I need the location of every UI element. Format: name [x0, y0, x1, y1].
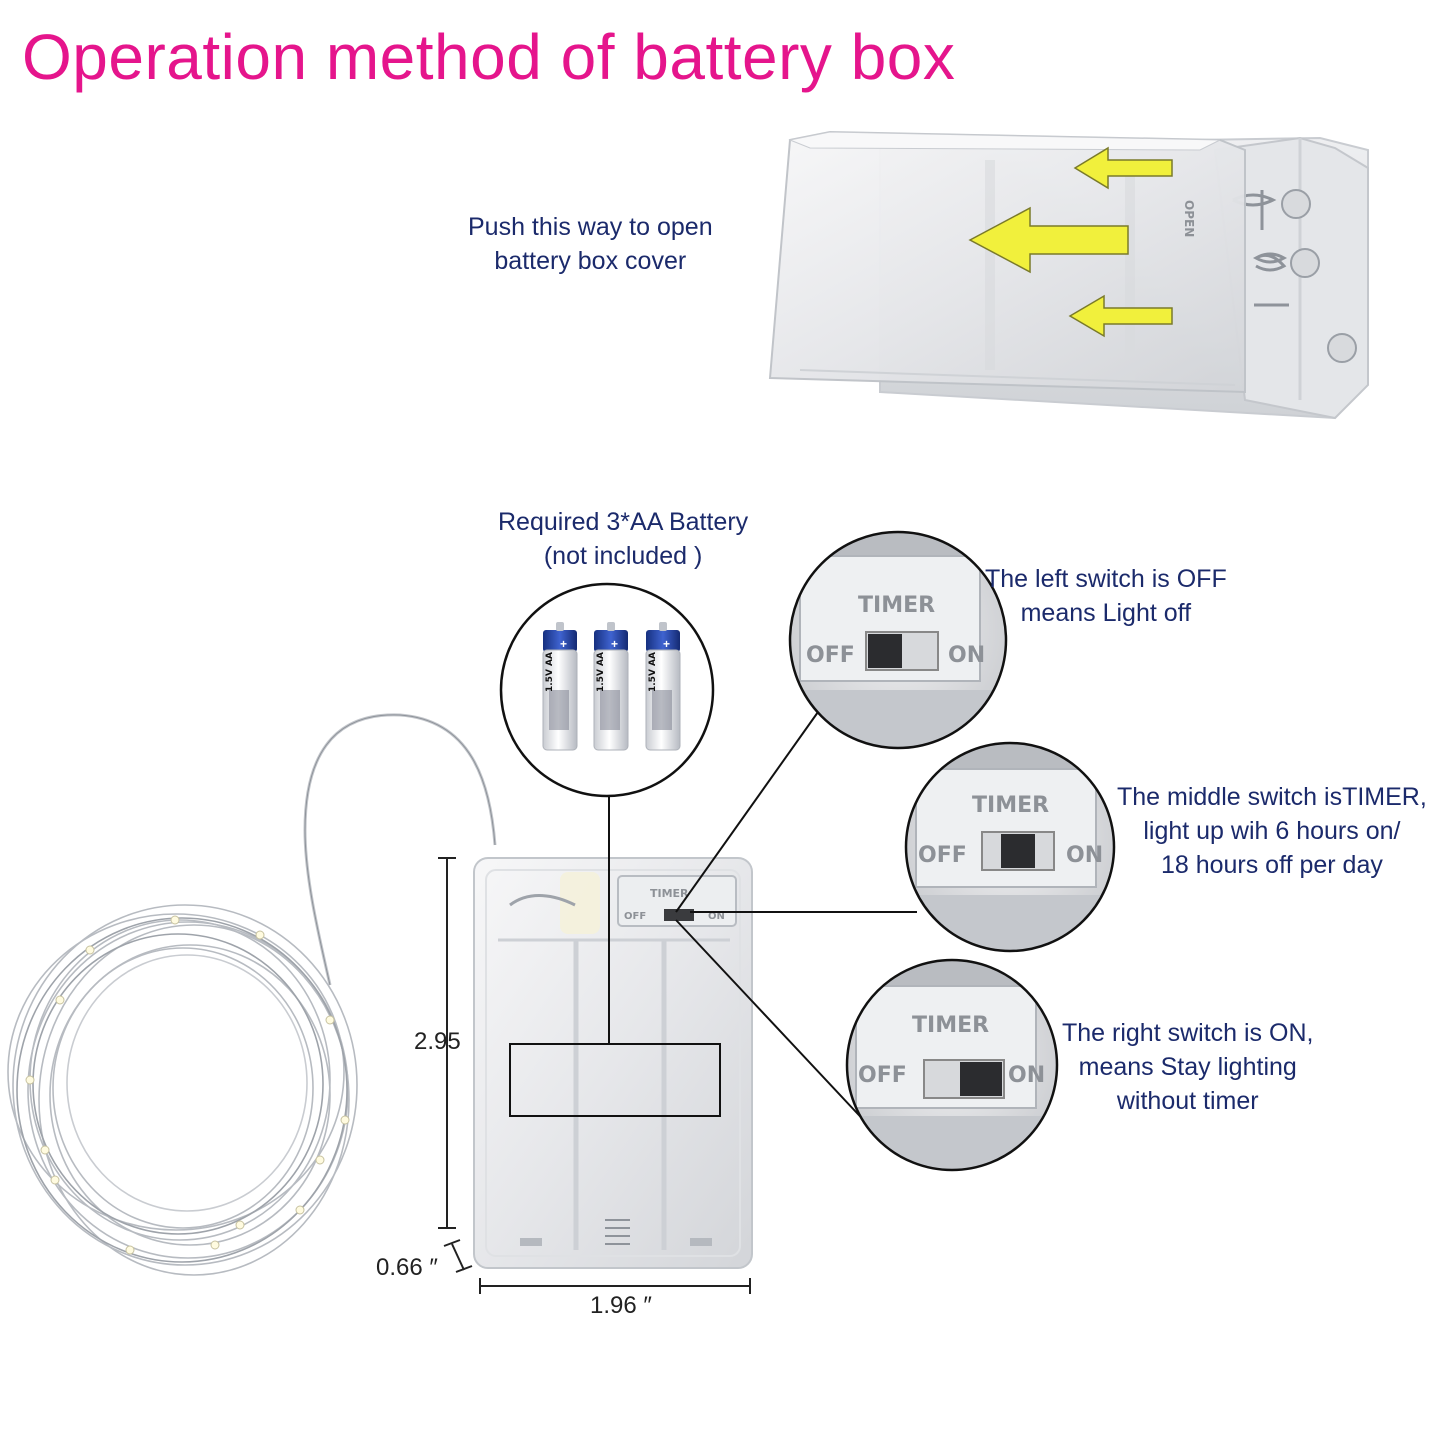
label-area-box [509, 1043, 721, 1117]
battery-requirement-line2: (not included ) [543, 542, 703, 570]
height-dimension-label: 2.95 [414, 1028, 461, 1055]
timer-switch-note-line3: 18 hours off per day [1160, 851, 1383, 879]
width-dimension-label: 1.96 ″ [590, 1292, 652, 1319]
svg-text:TIMER: TIMER [972, 793, 1049, 818]
off-switch-note: The left switch is OFF means Light off [985, 562, 1227, 630]
svg-text:TIMER: TIMER [858, 593, 935, 618]
svg-text:OFF: OFF [624, 911, 646, 922]
arrow-icon [1073, 146, 1173, 190]
leader-lines [608, 711, 917, 1129]
on-switch-note-line2: means Stay lighting [1078, 1053, 1297, 1081]
slide-switch[interactable] [664, 909, 694, 921]
aa-battery-icon [542, 622, 578, 751]
switch-knob [868, 634, 902, 668]
svg-text:OFF: OFF [918, 843, 967, 868]
depth-dimension-label: 0.66 ″ [376, 1254, 438, 1281]
svg-text:1.5V AA: 1.5V AA [545, 652, 555, 692]
push-direction-arrows [968, 146, 1173, 338]
off-switch-note-line1: The left switch is OFF [985, 565, 1227, 593]
lid-open-stamp: OPEN [1182, 200, 1196, 237]
switch-zoom-off: TIMER OFF ON [788, 530, 1008, 750]
arrow-icon [968, 206, 1129, 274]
battery-requirement-line1: Required 3*AA Battery [498, 508, 749, 536]
fairy-light-wire-coil [7, 713, 497, 1276]
open-cover-note-line1: Push this way to open [468, 213, 713, 241]
open-cover-note-line2: battery box cover [494, 247, 687, 275]
switch-knob [960, 1062, 1002, 1096]
aa-battery-icon [593, 622, 629, 751]
svg-text:1.5V AA: 1.5V AA [596, 652, 606, 692]
svg-text:+: + [663, 637, 670, 651]
closed-battery-box-photo: TIMER OFF ON [473, 857, 753, 1269]
svg-text:ON: ON [1008, 1063, 1045, 1088]
on-switch-note-line1: The right switch is ON, [1062, 1019, 1314, 1047]
open-cover-note: Push this way to open battery box cover [468, 210, 713, 278]
page-title: Operation method of battery box [22, 21, 956, 93]
svg-text:1.5V AA: 1.5V AA [648, 652, 658, 692]
dimension-lines [438, 857, 751, 1294]
svg-text:ON: ON [1066, 843, 1103, 868]
timer-switch-note-line2: light up wih 6 hours on/ [1143, 817, 1401, 845]
off-switch-note-line2: means Light off [1020, 599, 1192, 627]
switch-zoom-on: TIMER OFF ON [845, 958, 1059, 1172]
svg-text:OFF: OFF [806, 643, 855, 668]
batteries-zoom-circle: 1.5V AA 1.5V AA 1.5V AA + + + [499, 582, 715, 798]
timer-switch-note: The middle switch isTIMER, light up wih … [1117, 780, 1427, 882]
svg-text:+: + [611, 637, 618, 651]
svg-text:TIMER: TIMER [912, 1013, 989, 1038]
on-switch-note-line3: without timer [1116, 1087, 1259, 1115]
svg-text:ON: ON [948, 643, 985, 668]
svg-text:+: + [560, 637, 567, 651]
switch-knob [1001, 834, 1035, 868]
arrow-icon [1068, 294, 1173, 338]
svg-text:ON: ON [708, 911, 725, 922]
svg-text:TIMER: TIMER [650, 887, 689, 900]
on-switch-note: The right switch is ON, means Stay light… [1062, 1016, 1313, 1118]
open-battery-box-photo: OPEN [768, 130, 1369, 420]
svg-text:OFF: OFF [858, 1063, 907, 1088]
timer-switch-note-line1: The middle switch isTIMER, [1117, 783, 1427, 811]
switch-zoom-timer: TIMER OFF ON [904, 741, 1116, 953]
battery-requirement-note: Required 3*AA Battery (not included ) [498, 505, 748, 573]
aa-battery-icon [645, 622, 681, 751]
